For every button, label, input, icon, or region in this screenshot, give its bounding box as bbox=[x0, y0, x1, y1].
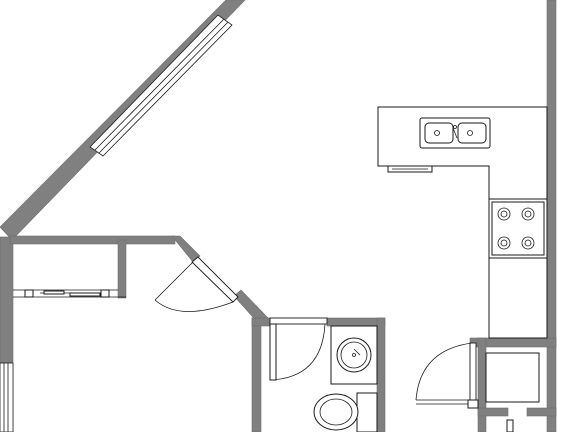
bathroom bbox=[269, 317, 378, 432]
utility-door[interactable] bbox=[415, 342, 479, 409]
closet-divider-wall bbox=[117, 239, 127, 299]
bathroom-left-wall bbox=[251, 317, 262, 432]
bathroom-right-wall bbox=[376, 317, 386, 432]
diagonal-hall-door[interactable] bbox=[154, 256, 239, 312]
cooktop[interactable] bbox=[488, 198, 548, 259]
bathroom-sink[interactable] bbox=[330, 325, 378, 385]
double-sink[interactable] bbox=[419, 117, 491, 149]
hall-diagonal-wall-upper bbox=[171, 235, 201, 263]
toilet[interactable] bbox=[313, 392, 378, 432]
diagonal-window bbox=[89, 14, 233, 157]
utility-left-wall bbox=[477, 337, 487, 432]
utility-bottom-wall-right bbox=[526, 407, 557, 417]
right-exterior-wall bbox=[546, 0, 557, 432]
bathroom-top-wall-left bbox=[251, 317, 271, 327]
utility-pipe bbox=[506, 419, 514, 432]
utility-room bbox=[415, 342, 540, 432]
counter-stool bbox=[387, 165, 433, 173]
kitchen bbox=[377, 106, 548, 339]
bathroom-top-wall-right bbox=[326, 317, 386, 327]
utility-bottom-wall-left bbox=[477, 407, 509, 417]
left-window bbox=[0, 362, 14, 432]
bathroom-door[interactable] bbox=[269, 317, 328, 381]
utility-appliance[interactable] bbox=[485, 352, 540, 403]
closet-top-wall bbox=[9, 235, 176, 245]
closet-shelf bbox=[24, 289, 110, 298]
kitchen-lower-counter bbox=[488, 257, 548, 339]
